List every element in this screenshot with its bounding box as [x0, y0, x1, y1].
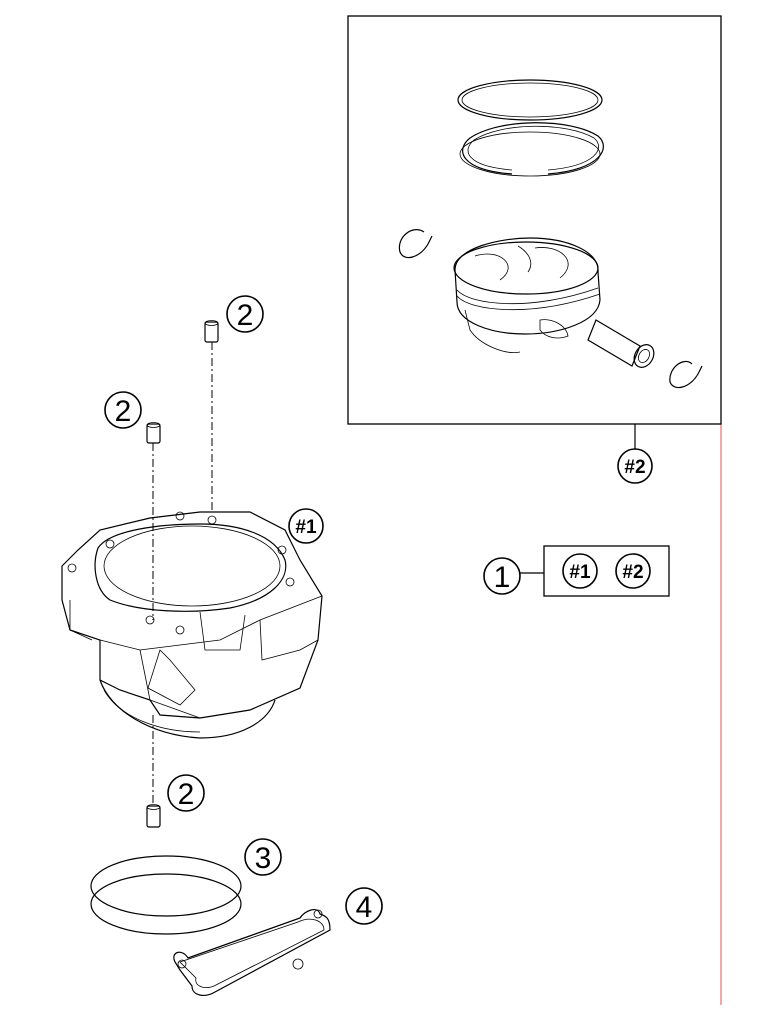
cylinder-ref-callout: #1: [288, 508, 324, 544]
dowel-pin-left: 2: [104, 391, 161, 620]
cylinder: [61, 511, 323, 739]
cylinder-ref-label: #1: [295, 517, 317, 538]
exhaust-gasket: 4: [173, 887, 383, 996]
dowel-bottom-label: 2: [178, 778, 195, 811]
circlip-right: [669, 360, 703, 389]
kit-part-a-label: #1: [569, 562, 591, 583]
dowel-top-label: 2: [237, 299, 254, 332]
circlip-left: [398, 229, 433, 259]
dowel-pin-bottom: 2: [146, 715, 205, 828]
o-ring: 3: [90, 838, 282, 935]
kit-part-b-label: #2: [622, 562, 643, 583]
piston-ref-label: #2: [624, 457, 645, 478]
gasket-label: 4: [356, 891, 373, 924]
piston-rings: [457, 79, 604, 177]
kit-label: 1: [494, 561, 511, 594]
o-ring-label: 3: [255, 842, 272, 875]
dowel-left-label: 2: [115, 395, 132, 428]
piston: [453, 237, 601, 353]
piston-pin: [587, 319, 655, 368]
piston-ref-callout: #2: [617, 448, 653, 484]
kit-callout: 1 #1 #2: [483, 545, 670, 597]
dowel-pin-top: 2: [204, 295, 264, 510]
piston-kit-box: [347, 15, 722, 425]
